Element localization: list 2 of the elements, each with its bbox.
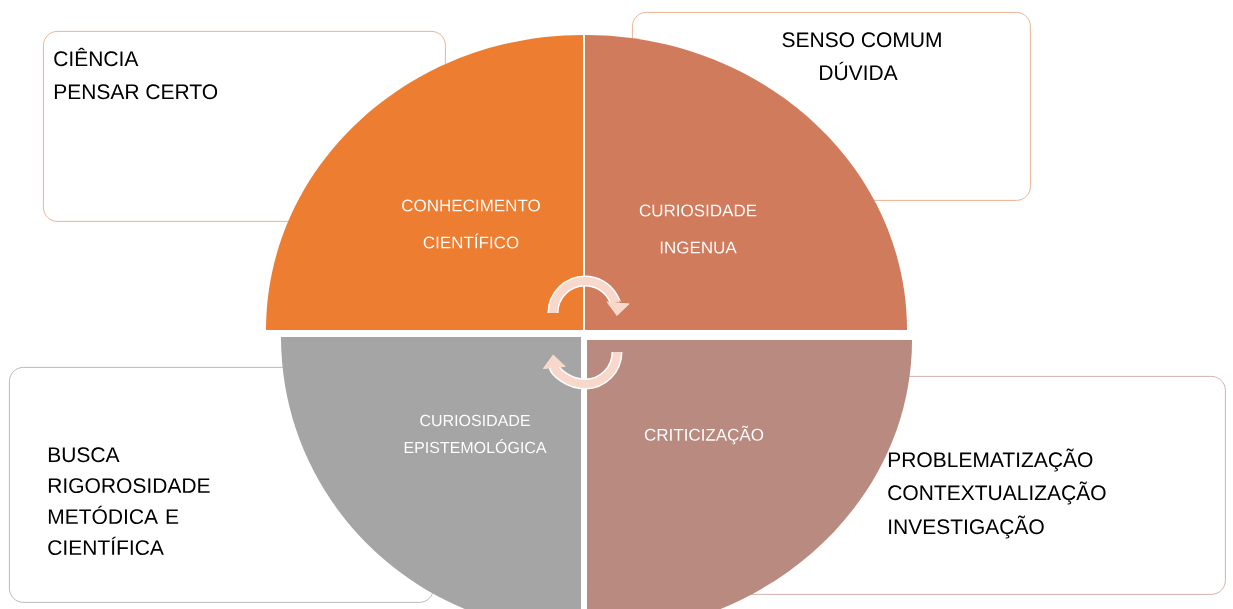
quadrant-wedge: CURIOSIDADE EPISTEMOLÓGICA bbox=[281, 337, 581, 609]
quadrant-wedge: CONHECIMENTO CIENTÍFICO bbox=[266, 35, 583, 330]
